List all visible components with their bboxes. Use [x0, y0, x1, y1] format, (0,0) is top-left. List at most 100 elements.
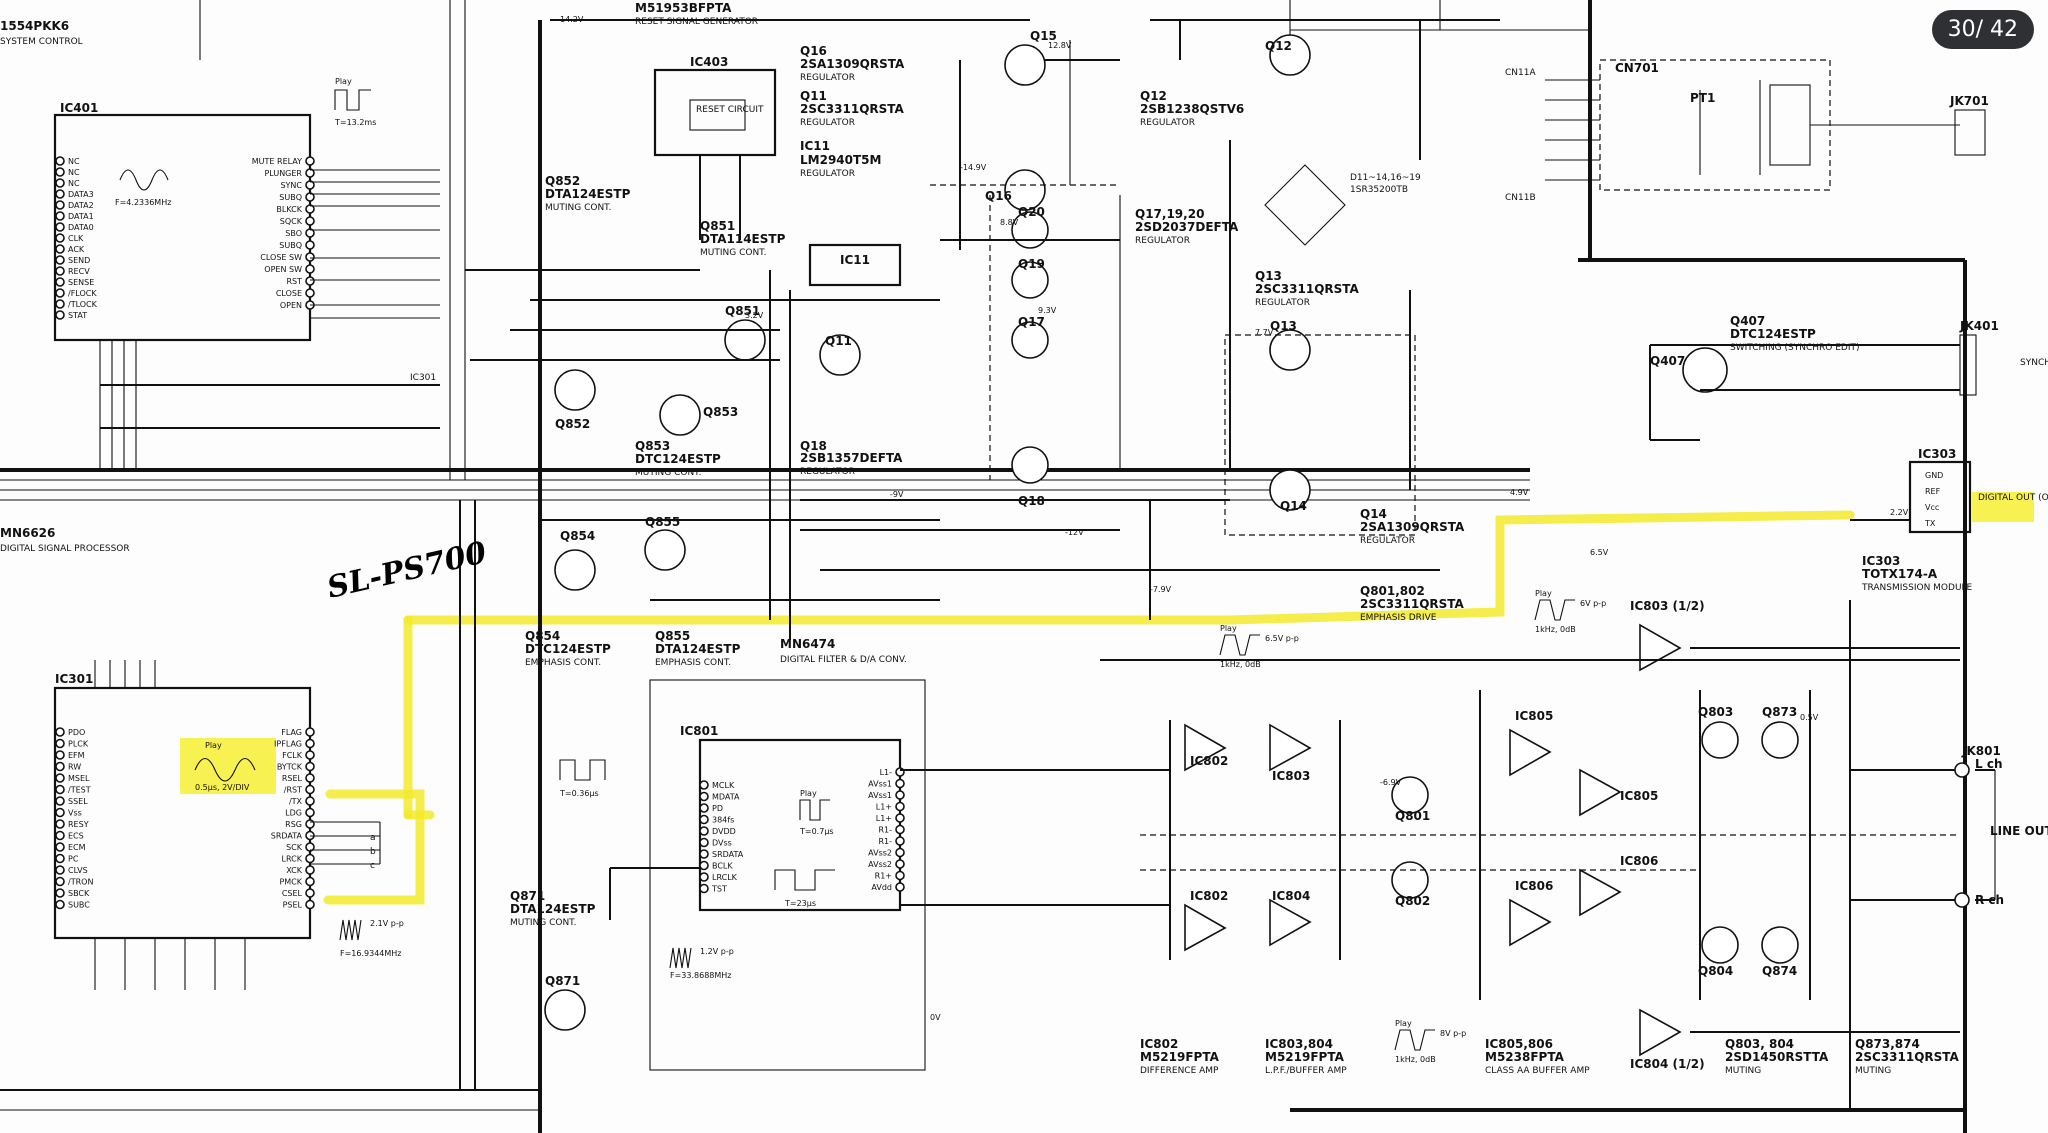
ic-pin-label: PMCK	[279, 878, 302, 887]
ic-pin-label: TST	[711, 885, 727, 894]
svg-text:IC802: IC802	[1190, 889, 1228, 903]
ic-pin-label: STAT	[68, 311, 87, 320]
ic-pin-dot	[305, 899, 315, 910]
ic-pin-dot	[895, 882, 905, 892]
ic-pin-dot	[55, 288, 65, 298]
svg-text:-12V: -12V	[1065, 528, 1084, 537]
ic-pin-dot	[895, 801, 905, 812]
ic801-left-pins: MCLKMDATAPD384fsDVDDDVssSRDATABCLKLRCLKT…	[699, 780, 744, 894]
digital-out-label: DIGITAL OUT (OPTICAL)	[1978, 493, 2048, 503]
ic-pin-dot	[55, 899, 65, 910]
svg-text:Q11: Q11	[825, 334, 852, 348]
svg-text:Play: Play	[1535, 589, 1552, 598]
ic401-ref: IC401	[60, 101, 98, 115]
svg-text:Q851: Q851	[700, 219, 735, 233]
svg-text:Q20: Q20	[1018, 205, 1045, 219]
svg-text:IC805: IC805	[1515, 709, 1553, 723]
svg-text:DTC124ESTP: DTC124ESTP	[525, 642, 611, 656]
analog-output-section: IC802 IC803 IC802 IC804 IC805 IC805 IC80…	[1100, 584, 1960, 1076]
svg-text:IC803 (1/2): IC803 (1/2)	[1630, 599, 1705, 613]
ic11-part: LM2940T5M	[800, 153, 881, 167]
svg-text:IC804 (1/2): IC804 (1/2)	[1630, 1057, 1705, 1071]
ic-pin-label: NC	[68, 157, 80, 166]
ic401-part: 1554PKK6	[0, 19, 69, 33]
svg-text:MUTING CONT.: MUTING CONT.	[545, 203, 611, 213]
svg-text:c: c	[370, 861, 375, 871]
ic-pin-label: SSEL	[68, 797, 88, 806]
svg-text:Q801,802: Q801,802	[1360, 584, 1425, 598]
svg-text:Q11: Q11	[800, 89, 827, 103]
ic301-left-pins: PDOPLCKEFMRWMSEL/TESTSSELVssRESYECSECMPC…	[55, 727, 93, 910]
ic303-ref: IC303	[1918, 447, 1956, 461]
ic-pin-dot	[305, 819, 315, 829]
ic-pin-dot	[55, 277, 65, 287]
ic-pin-label: LDG	[285, 809, 302, 818]
ic-pin-dot	[55, 830, 65, 841]
svg-text:1SR35200TB: 1SR35200TB	[1350, 185, 1408, 195]
svg-text:Q803: Q803	[1698, 705, 1733, 719]
ic-pin-dot	[305, 192, 315, 202]
ic-pin-label: RSEL	[282, 774, 303, 783]
svg-text:Q855: Q855	[645, 515, 680, 529]
ic-pin-dot	[305, 168, 315, 178]
svg-text:Play: Play	[1395, 1019, 1412, 1028]
svg-text:IC806: IC806	[1620, 854, 1658, 868]
ic-pin-label: DATA0	[68, 223, 94, 232]
ic803-desc: L.P.F./BUFFER AMP	[1265, 1066, 1347, 1076]
ic-pin-label: PLUNGER	[264, 169, 302, 178]
ic-pin-label: ECS	[68, 832, 84, 841]
ic-pin-dot	[305, 252, 315, 262]
svg-text:b: b	[370, 847, 376, 857]
svg-text:Q853: Q853	[635, 439, 670, 453]
svg-text:7.7V: 7.7V	[1255, 328, 1274, 337]
svg-text:Q17: Q17	[1018, 315, 1045, 329]
pt1-label: PT1	[1690, 91, 1715, 105]
svg-text:1kHz, 0dB: 1kHz, 0dB	[1395, 1055, 1436, 1064]
svg-text:Q15: Q15	[1030, 29, 1057, 43]
svg-text:Q19: Q19	[1018, 257, 1045, 271]
ic-pin-label: NC	[68, 179, 80, 188]
ic-pin-label: PLCK	[68, 740, 89, 749]
ic401-block: IC401 1554PKK6 SYSTEM CONTROL NCNCNCDATA…	[0, 19, 440, 470]
ic-pin-label: L1+	[876, 814, 892, 823]
svg-text:6V p-p: 6V p-p	[1580, 599, 1606, 608]
ic-pin-label: SYNC	[280, 181, 302, 190]
ic-pin-dot	[55, 167, 65, 177]
ic301-part: MN6626	[0, 526, 55, 540]
svg-text:0.5V: 0.5V	[1800, 713, 1819, 722]
ic-pin-label: RSG	[285, 820, 302, 829]
ic-pin-dot	[895, 859, 905, 869]
svg-text:Vcc: Vcc	[1925, 503, 1939, 512]
ic-pin-label: DATA3	[68, 190, 94, 199]
q873-part: 2SC3311QRSTA	[1855, 1050, 1960, 1064]
svg-text:DTA124ESTP: DTA124ESTP	[510, 902, 596, 916]
ic-pin-dot	[895, 824, 905, 835]
ic-pin-dot	[305, 842, 315, 852]
svg-text:REGULATOR: REGULATOR	[1140, 118, 1195, 128]
svg-text:Q802: Q802	[1395, 894, 1430, 908]
svg-text:Q854: Q854	[560, 529, 595, 543]
ic-pin-label: PSEL	[283, 901, 303, 910]
svg-text:-14.9V: -14.9V	[960, 163, 987, 172]
ic-pin-label: AVss1	[868, 791, 892, 800]
ic-pin-label: /TLOCK	[68, 300, 98, 309]
q873-desc: MUTING	[1855, 1066, 1891, 1076]
svg-text:9.3V: 9.3V	[1038, 306, 1057, 315]
ic-pin-label: XCK	[286, 866, 302, 875]
svg-text:EMPHASIS CONT.: EMPHASIS CONT.	[525, 658, 601, 668]
svg-text:Q14: Q14	[1280, 499, 1307, 513]
svg-text:6.5V p-p: 6.5V p-p	[1265, 634, 1299, 643]
regulator-block: Q15 Q16 Q16 2SA1309QRSTA REGULATOR Q11 2…	[769, 19, 1500, 640]
ic-pin-label: PC	[68, 855, 79, 864]
ic-pin-label: IPFLAG	[274, 740, 302, 749]
svg-text:CN11B: CN11B	[1505, 193, 1536, 203]
svg-text:F=4.2336MHz: F=4.2336MHz	[115, 198, 171, 207]
ic-pin-label: CLVS	[68, 866, 88, 875]
ic-pin-label: R1+	[875, 872, 892, 881]
ic401-right-pins: MUTE RELAYPLUNGERSYNCSUBQBLKCKSQCKSBOSUB…	[252, 156, 315, 310]
svg-text:IC805: IC805	[1620, 789, 1658, 803]
ic-pin-dot	[55, 299, 65, 309]
svg-text:IC301: IC301	[410, 373, 436, 383]
